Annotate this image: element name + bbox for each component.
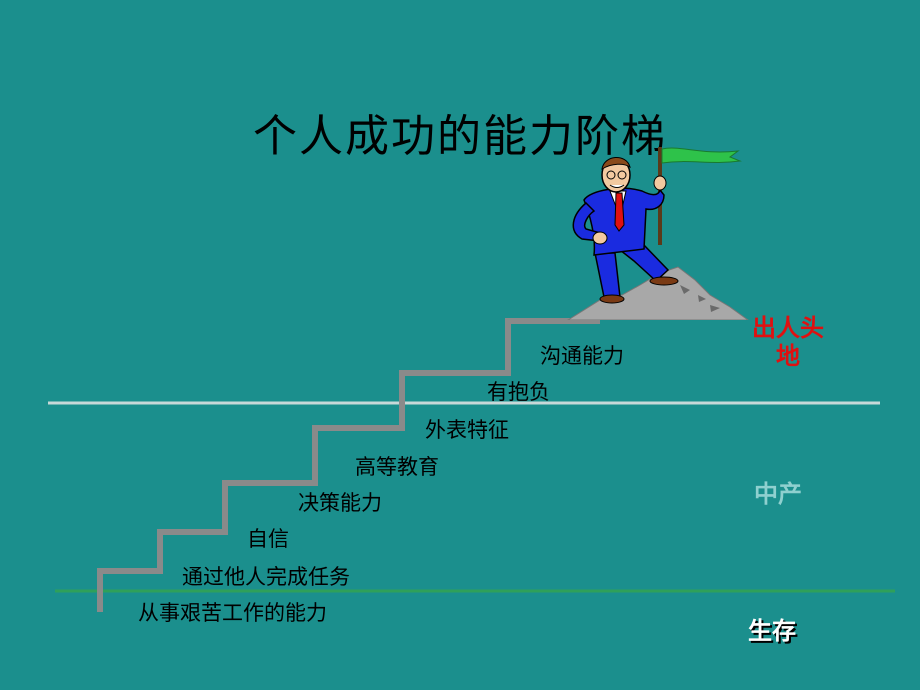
level-label-top-line1: 出人头 xyxy=(752,314,824,342)
level-label-top-line2: 地 xyxy=(776,342,800,370)
step-label: 沟通能力 xyxy=(540,344,624,368)
step-label: 通过他人完成任务 xyxy=(182,565,350,589)
step-label: 外表特征 xyxy=(425,418,509,442)
level-label-middle: 中产 xyxy=(754,480,802,508)
step-label: 有抱负 xyxy=(487,380,550,404)
step-label: 高等教育 xyxy=(355,455,439,479)
step-label: 自信 xyxy=(247,527,289,551)
level-label-top: 出人头 地 xyxy=(752,314,824,370)
staircase xyxy=(97,318,600,612)
slide-title: 个人成功的能力阶梯 xyxy=(253,111,667,162)
step-label: 从事艰苦工作的能力 xyxy=(138,601,327,625)
businessman-flag-icon xyxy=(567,147,749,320)
level-label-bottom: 生存 xyxy=(748,617,796,645)
step-label: 决策能力 xyxy=(298,491,382,515)
